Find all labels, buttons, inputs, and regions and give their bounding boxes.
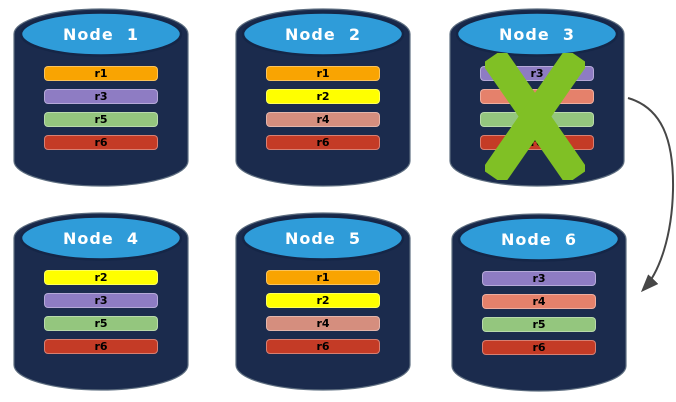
replica-bar-r6: r6 (482, 340, 596, 355)
node-2-cylinder: Node 2 r1 r2 r4 r6 (233, 6, 413, 189)
node-2-replica-list: r1 r2 r4 r6 (266, 66, 380, 158)
replica-bar-r1: r1 (266, 66, 380, 81)
replica-bar-r2: r2 (266, 89, 380, 104)
replica-bar-r5: r5 (482, 317, 596, 332)
node-2-title: Node 2 (285, 25, 361, 44)
replica-bar-r6: r6 (44, 135, 158, 150)
node-6-title: Node 6 (501, 230, 577, 249)
node-5-cylinder: Node 5 r1 r2 r4 r6 (233, 210, 413, 393)
node-3-cylinder: Node 3 r3 r4 r5 r6 (447, 6, 627, 189)
node-5-replica-list: r1 r2 r4 r6 (266, 270, 380, 362)
node-4-title: Node 4 (63, 229, 139, 248)
replica-bar-r1: r1 (266, 270, 380, 285)
replica-bar-r4: r4 (482, 294, 596, 309)
replica-bar-r6: r6 (266, 135, 380, 150)
replica-bar-r2: r2 (266, 293, 380, 308)
node-1-title: Node 1 (63, 25, 139, 44)
replica-bar-r4: r4 (266, 112, 380, 127)
replica-bar-r2: r2 (44, 270, 158, 285)
replica-bar-r5: r5 (44, 112, 158, 127)
replica-bar-r4: r4 (266, 316, 380, 331)
node-3-title: Node 3 (499, 25, 575, 44)
replica-bar-r3: r3 (44, 89, 158, 104)
failure-x-icon (485, 53, 585, 180)
replica-bar-r5: r5 (44, 316, 158, 331)
node-1-cylinder: Node 1 r1 r3 r5 r6 (11, 6, 191, 189)
failover-arrow (627, 97, 675, 293)
replica-bar-r3: r3 (44, 293, 158, 308)
node-6-replica-list: r3 r4 r5 r6 (482, 271, 596, 363)
node-1-replica-list: r1 r3 r5 r6 (44, 66, 158, 158)
replica-bar-r1: r1 (44, 66, 158, 81)
replica-bar-r6: r6 (44, 339, 158, 354)
node-4-replica-list: r2 r3 r5 r6 (44, 270, 158, 362)
replica-bar-r3: r3 (482, 271, 596, 286)
node-6-cylinder: Node 6 r3 r4 r5 r6 (449, 211, 629, 394)
replica-bar-r6: r6 (266, 339, 380, 354)
node-5-title: Node 5 (285, 229, 361, 248)
node-4-cylinder: Node 4 r2 r3 r5 r6 (11, 210, 191, 393)
